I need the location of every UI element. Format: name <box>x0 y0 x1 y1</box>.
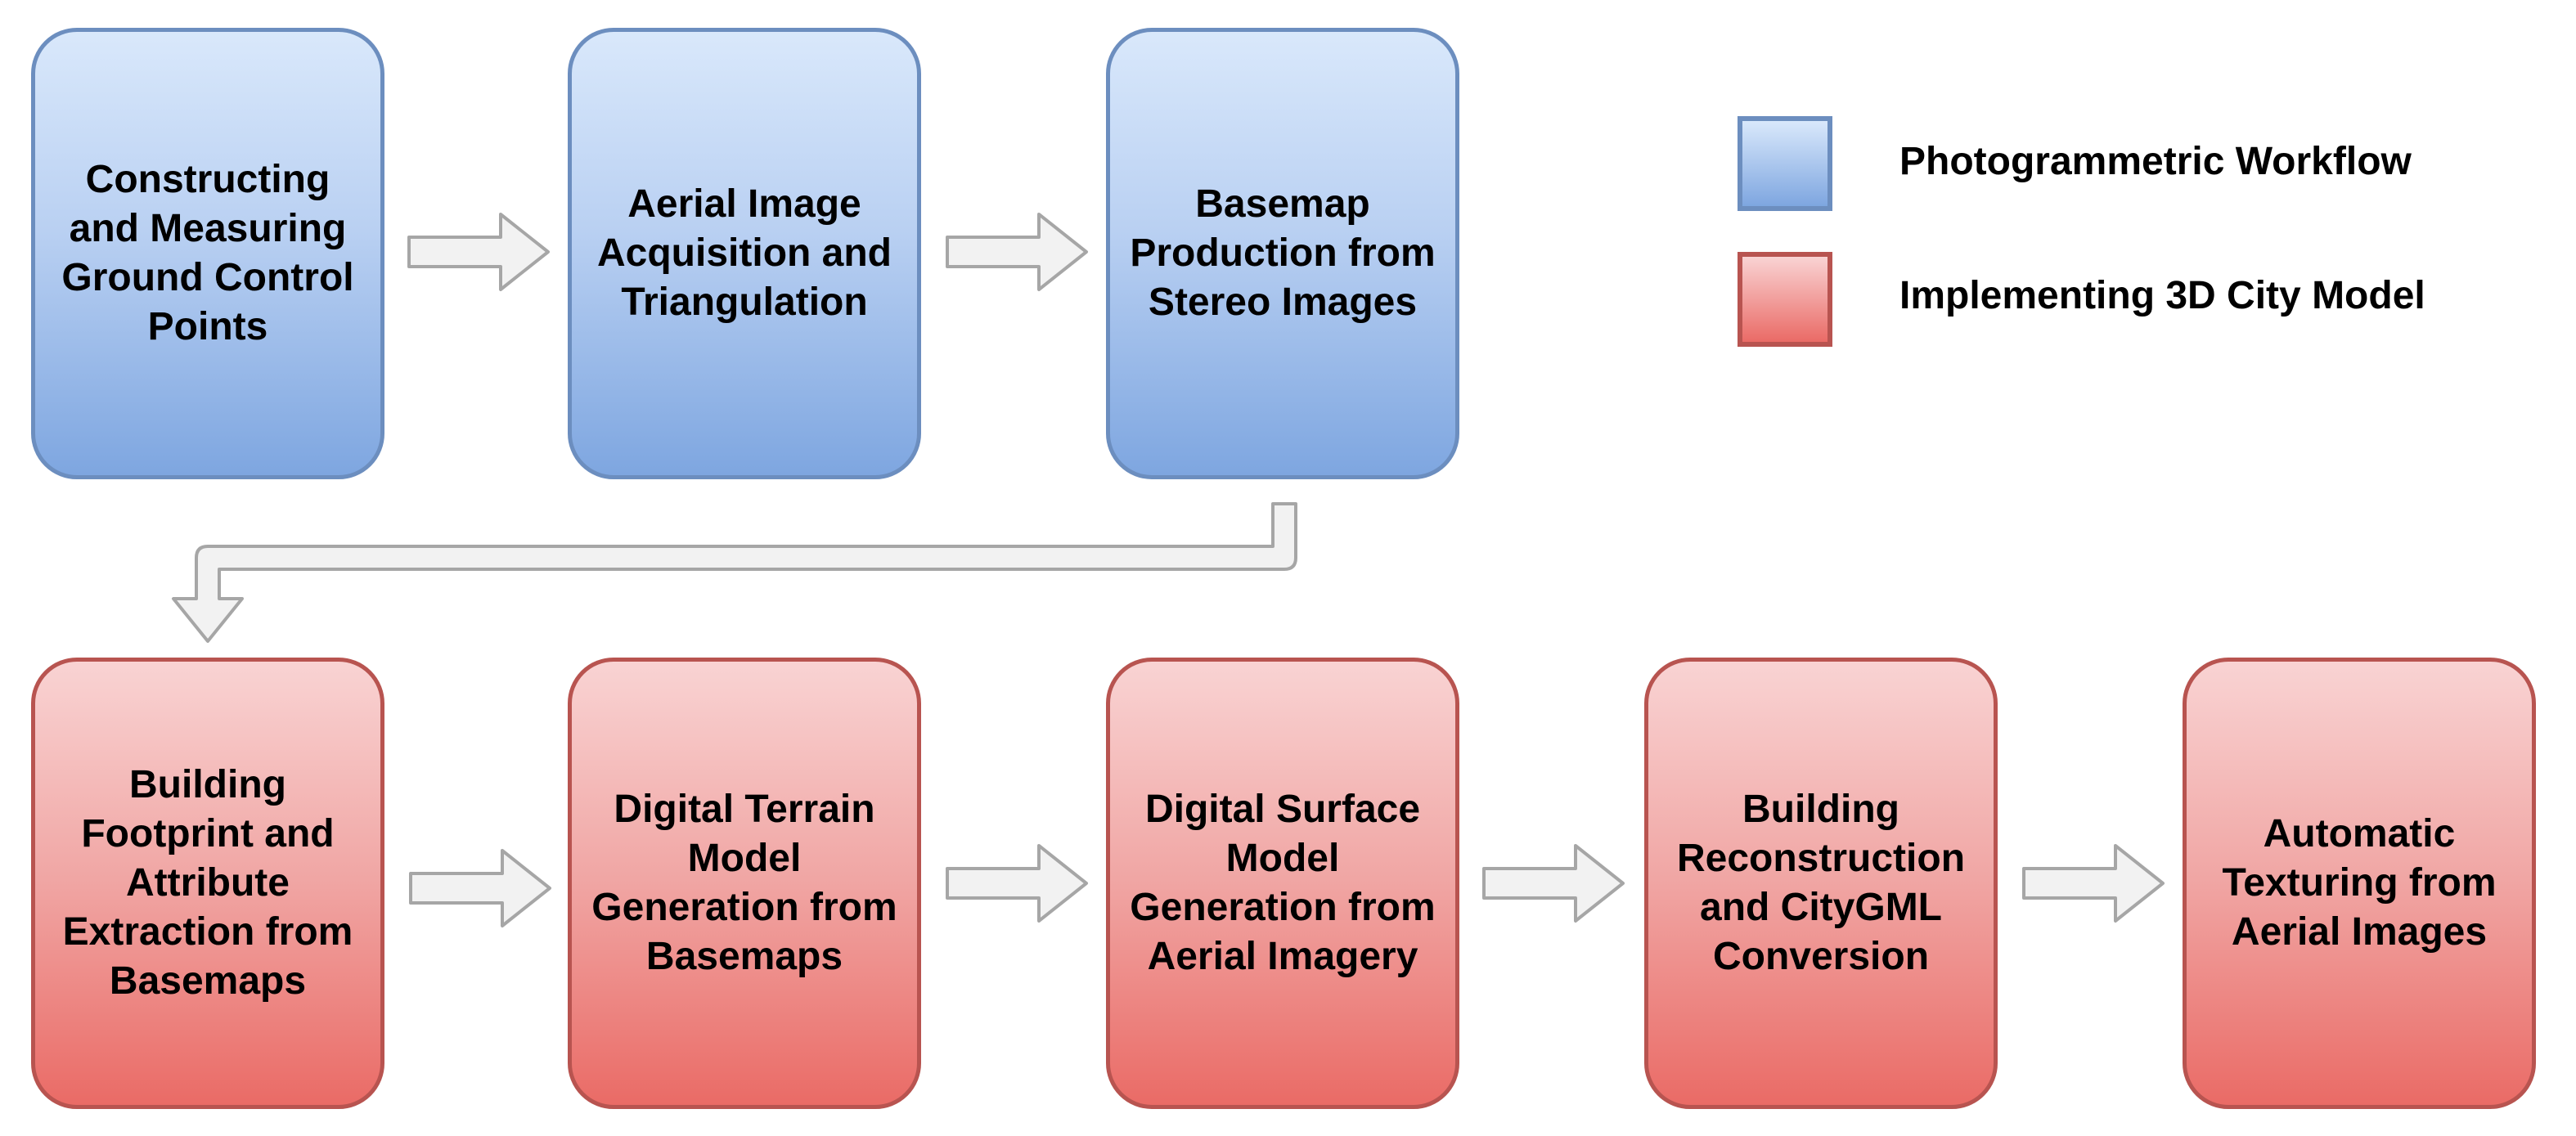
flow-arrow-icon <box>2022 844 2165 923</box>
step-label: Building Reconstruction and CityGML Conv… <box>1676 788 1966 978</box>
step-label: Digital Surface Model Generation from Ae… <box>1130 788 1436 978</box>
step-label: Building Footprint and Attribute Extract… <box>62 763 353 1003</box>
step-label: Digital Terrain Model Generation from Ba… <box>591 788 897 978</box>
step-building-footprint-extraction: Building Footprint and Attribute Extract… <box>31 658 384 1109</box>
step-digital-surface-model: Digital Surface Model Generation from Ae… <box>1106 658 1459 1109</box>
step-label: Automatic Texturing from Aerial Images <box>2222 812 2497 954</box>
step-automatic-texturing: Automatic Texturing from Aerial Images <box>2183 658 2536 1109</box>
flow-arrow-icon <box>946 213 1088 291</box>
flow-arrow-icon <box>409 849 551 927</box>
step-label: Constructing and Measuring Ground Contro… <box>61 158 354 348</box>
step-basemap-production: Basemap Production from Stereo Images <box>1106 28 1459 479</box>
step-building-reconstruction: Building Reconstruction and CityGML Conv… <box>1644 658 1998 1109</box>
flow-arrow-icon <box>946 844 1088 923</box>
flow-arrow-icon <box>1482 844 1625 923</box>
step-label: Aerial Image Acquisition and Triangulati… <box>597 182 892 324</box>
flow-arrow-icon <box>407 213 550 291</box>
legend-label-3d-city-model: Implementing 3D City Model <box>1899 274 2425 317</box>
step-ground-control-points: Constructing and Measuring Ground Contro… <box>31 28 384 479</box>
legend-swatch-blue <box>1738 116 1832 211</box>
step-digital-terrain-model: Digital Terrain Model Generation from Ba… <box>568 658 921 1109</box>
legend-swatch-red <box>1738 252 1832 347</box>
step-aerial-image-acquisition: Aerial Image Acquisition and Triangulati… <box>568 28 921 479</box>
legend-label-photogrammetric: Photogrammetric Workflow <box>1899 140 2412 183</box>
step-label: Basemap Production from Stereo Images <box>1130 182 1436 324</box>
